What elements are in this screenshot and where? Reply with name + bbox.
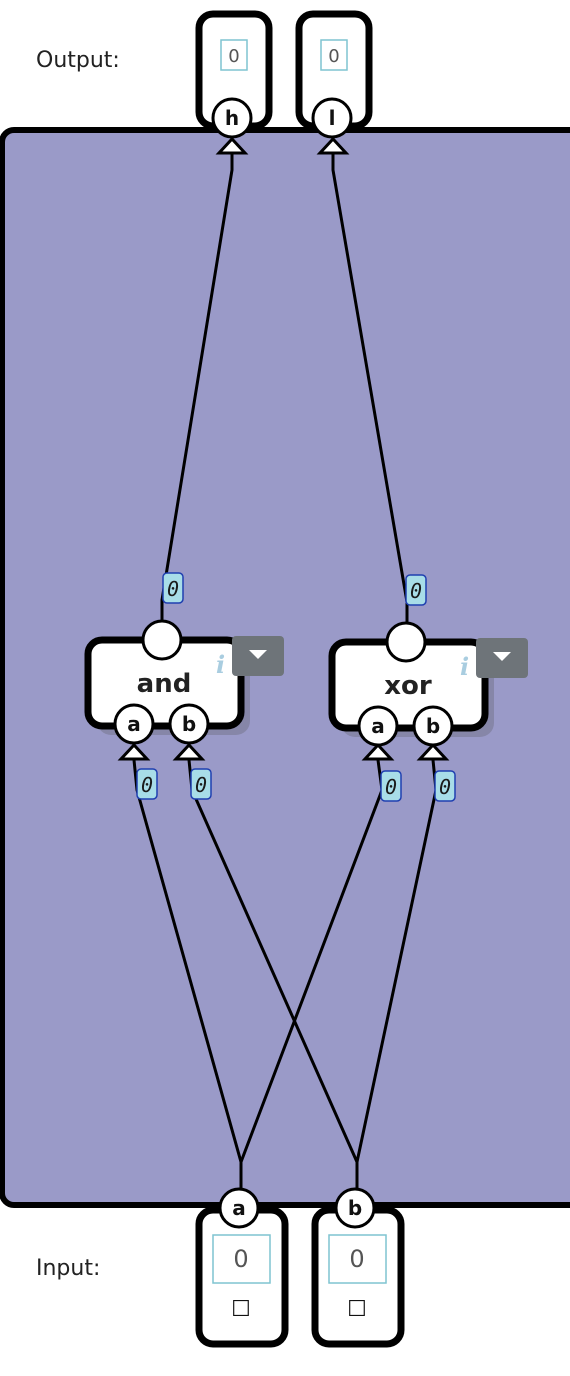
input-checkbox: ☐ [231, 1297, 251, 1322]
value-badge-and-a: 0 [136, 768, 158, 800]
svg-text:0: 0 [439, 775, 451, 799]
value-badge-and-out: 0 [162, 572, 184, 604]
output-value-box [220, 39, 248, 71]
output-value: 0 [328, 46, 339, 67]
gate-output-port [141, 619, 183, 661]
value-badge-xor-out: 0 [405, 574, 427, 606]
gate-label: xor [384, 671, 432, 701]
output-port-label: h [225, 106, 239, 130]
value-badge-xor-b: 0 [434, 770, 456, 802]
output-node-h[interactable]: 0 h [195, 10, 273, 139]
input-label: Input: [36, 1256, 101, 1281]
output-node-l[interactable]: 0 l [295, 10, 373, 139]
output-label: Output: [36, 48, 120, 73]
svg-text:0: 0 [167, 577, 179, 601]
input-node-a[interactable]: 0 ☐ a [195, 1187, 289, 1348]
circuit-board [0, 127, 570, 1208]
arrowheads [117, 136, 450, 761]
input-node-b[interactable]: 0 ☐ b [311, 1187, 405, 1348]
gate-xor-info-icon[interactable]: i [460, 652, 470, 681]
gate-input-label-a: a [127, 712, 141, 736]
input-port [334, 1187, 376, 1229]
gate-input-label-a: a [371, 714, 385, 738]
arrow-icon [316, 136, 350, 155]
gate-input-label-b: b [182, 712, 196, 736]
value-badge-and-b: 0 [190, 768, 212, 800]
input-checkbox: ☐ [347, 1297, 367, 1322]
gate-input-port-b [412, 705, 454, 747]
value-badge-xor-a: 0 [380, 770, 402, 802]
gate-and[interactable]: and a b [84, 619, 250, 745]
gate-and-menu-dropdown[interactable] [232, 636, 284, 676]
output-value-box [320, 39, 348, 71]
gate-output-port [385, 621, 427, 663]
input-value-field [328, 1234, 387, 1284]
output-port-label: l [329, 106, 336, 130]
arrow-icon [117, 742, 151, 761]
arrow-icon [172, 742, 206, 761]
input-port-label: b [348, 1196, 362, 1220]
wire-and-to-h [160, 150, 234, 620]
gate-xor[interactable]: xor a b [328, 621, 494, 747]
input-value-field [212, 1234, 271, 1284]
output-value: 0 [228, 46, 239, 67]
arrow-icon [215, 136, 249, 155]
wire-in-a-to-and-a [132, 759, 243, 1190]
arrow-icon [416, 742, 450, 761]
gate-label: and [137, 669, 192, 699]
gate-and-info-icon[interactable]: i [216, 650, 226, 679]
svg-text:0: 0 [385, 775, 397, 799]
input-port-label: a [232, 1196, 246, 1220]
arrow-icon [361, 742, 395, 761]
input-value: 0 [349, 1245, 364, 1273]
gate-input-port-a [357, 705, 399, 747]
gate-input-label-b: b [426, 714, 440, 738]
gate-input-port-b [168, 703, 210, 745]
value-badges: 0 0 0 0 0 0 [136, 572, 456, 802]
svg-text:0: 0 [141, 773, 153, 797]
output-port [311, 97, 353, 139]
input-value: 0 [233, 1245, 248, 1273]
gate-xor-menu-dropdown[interactable] [476, 638, 528, 678]
svg-text:0: 0 [195, 773, 207, 797]
input-port [218, 1187, 260, 1229]
svg-text:0: 0 [410, 579, 422, 603]
wire-xor-to-l [331, 150, 409, 622]
gate-input-port-a [113, 703, 155, 745]
